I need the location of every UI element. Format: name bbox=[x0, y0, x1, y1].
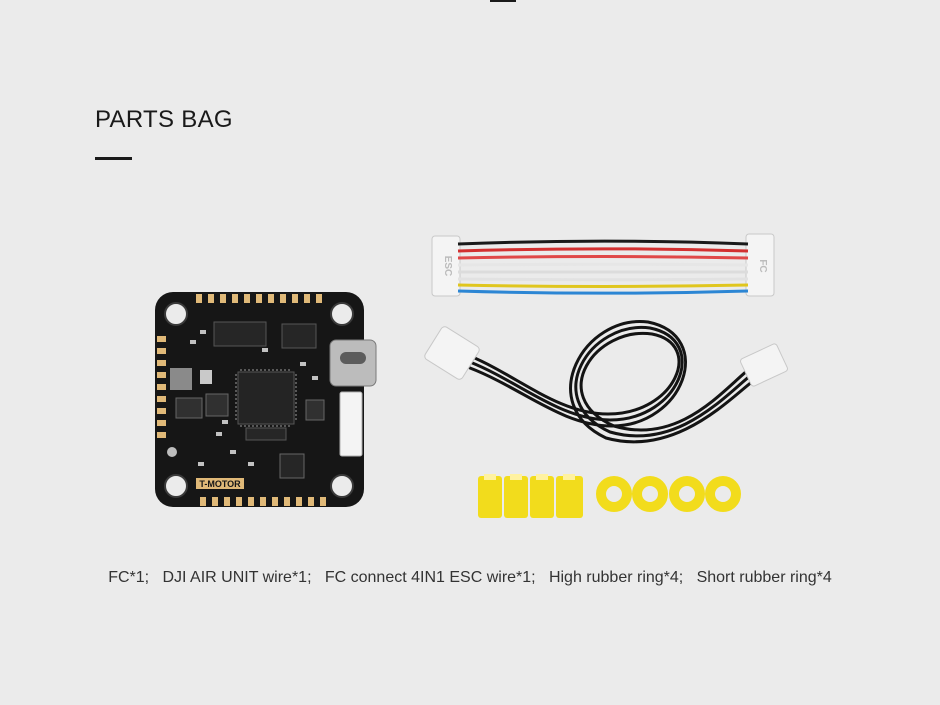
esc-end-label: ESC bbox=[442, 256, 453, 277]
flight-controller-board: T-MOTOR bbox=[155, 292, 377, 507]
section-title: PARTS BAG bbox=[95, 106, 233, 133]
dji-air-unit-wire bbox=[424, 320, 788, 444]
high-rubber-rings bbox=[478, 474, 583, 518]
fc-end-label: FC bbox=[757, 259, 768, 272]
fc-esc-wire: ESC FC bbox=[431, 233, 775, 297]
short-rubber-rings bbox=[596, 476, 741, 512]
title-underline bbox=[95, 157, 132, 160]
brand-label: T-MOTOR bbox=[199, 479, 241, 489]
parts-list-caption: FC*1; DJI AIR UNIT wire*1; FC connect 4I… bbox=[108, 569, 832, 586]
top-divider bbox=[490, 0, 516, 2]
